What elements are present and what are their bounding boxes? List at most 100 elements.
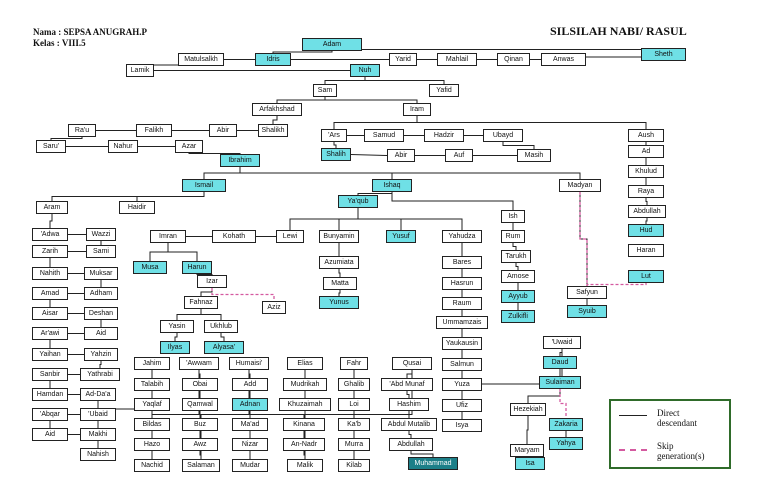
node-abdulmutalib: Abdul Mutalib [381, 418, 437, 431]
node-addaa: Ad-Da'a [80, 388, 116, 401]
node-yaihan: Yaihan [32, 348, 68, 361]
legend: Direct descendant Skip generation(s) [609, 399, 731, 469]
node-izar: Izar [197, 275, 227, 288]
legend-direct-label: Direct descendant [657, 408, 697, 428]
node-mudar: Mudar [232, 459, 268, 472]
node-ismail: Ismail [182, 179, 226, 192]
node-nuh: Nuh [350, 64, 380, 77]
connector-ars-shalih [333, 142, 337, 148]
node-add: Add [232, 378, 268, 391]
node-abdullah: Abdullah [389, 438, 433, 451]
connector-imran-harun [167, 243, 198, 261]
node-hazo: Hazo [134, 438, 170, 451]
connector-abdulmutalib-abdullah [408, 431, 412, 438]
connector-ukhlub-alyasa [220, 333, 225, 341]
legend-skip-label: Skip generation(s) [657, 441, 705, 461]
node-elias: Elias [287, 357, 323, 370]
node-nachid: Nachid [134, 459, 170, 472]
connector-yaqub-bunyamin [338, 208, 359, 230]
connector-iram-aush [416, 116, 647, 129]
node-sheth: Sheth [641, 48, 686, 61]
node-annadr: An-Nadr [283, 438, 325, 451]
node-salmun: Salmun [442, 358, 482, 371]
node-jahim: Jahim [134, 357, 170, 370]
node-sanbir: Sanbir [32, 368, 68, 381]
node-fahr: Fahr [340, 357, 368, 370]
node-salaman: Salaman [182, 459, 220, 472]
node-azar: Azar [175, 140, 203, 153]
node-sami: Sami [86, 245, 116, 258]
node-lewi: Lewi [276, 230, 304, 243]
node-daud: Daud [543, 356, 577, 369]
chart-title: SILSILAH NABI/ RASUL [550, 24, 687, 38]
node-obai: Obai [182, 378, 218, 391]
node-shalih: Shalih [321, 148, 351, 161]
connector-arfakhshad-shalikh [272, 116, 278, 124]
connector-qusai-abdmunaf [406, 370, 413, 378]
node-maryam: Maryam [510, 444, 544, 457]
node-ad: Ad [628, 145, 664, 158]
node-nahish: Nahish [80, 448, 116, 461]
node-azumiata: Azumiata [319, 256, 359, 269]
node-kinana: Kinana [283, 418, 325, 431]
skip-connector-sulaiman-zakaria [559, 389, 567, 418]
node-yusuf: Yusuf [386, 230, 416, 243]
skip-connector-safyun-lut [586, 283, 647, 286]
connector-matta-yunus [338, 290, 341, 296]
node-haidir: Haidir [119, 201, 155, 214]
node-uwaid: 'Uwaid [543, 336, 581, 349]
node-awwam: 'Awwam [179, 357, 219, 370]
connector-rum-tarukh [512, 243, 517, 250]
node-khulud: Khulud [628, 165, 664, 178]
connector-nachid-awwam [151, 370, 200, 459]
node-humaisi: Humaisi' [229, 357, 269, 370]
node-abdullah_h: Abdullah [628, 205, 666, 218]
node-madyan: Madyan [559, 179, 601, 192]
node-wazzi: Wazzi [86, 228, 116, 241]
node-ghalib: Ghalib [338, 378, 370, 391]
node-nizar: Nizar [232, 438, 268, 451]
node-hadzir: Hadzir [424, 129, 464, 142]
node-maad: Ma'ad [232, 418, 268, 431]
node-murra: Murra [338, 438, 370, 451]
node-buz: Buz [182, 418, 218, 431]
node-arawi: Ar'awi [32, 327, 68, 340]
connector-rafu-saru [50, 137, 83, 140]
node-aisar: Aisar [32, 307, 68, 320]
node-zakaria: Zakaria [549, 418, 583, 431]
skip-connector-izar-aziz [211, 288, 275, 301]
node-abir2: Abir [387, 149, 415, 162]
node-matta: Matta [323, 277, 357, 290]
node-muhammad: Muhammad [408, 457, 458, 470]
node-deshan: Deshan [84, 307, 118, 320]
node-kab: Ka'b [338, 418, 370, 431]
node-masih: Masih [517, 149, 551, 162]
connector-abir2-shalih [350, 154, 388, 156]
node-raya: Raya [628, 185, 664, 198]
connector-ismail-haidir [136, 192, 205, 201]
node-harun: Harun [182, 261, 212, 274]
connector-abdmunaf-hashim [406, 391, 410, 398]
connector-sam-iram [324, 97, 418, 103]
node-yahya: Yahya [549, 437, 583, 450]
node-arfakhshad: Arfakhshad [252, 103, 302, 116]
node-aid: Aid [84, 327, 118, 340]
node-awz: Awz [182, 438, 218, 451]
connector-nuh-yafid [364, 77, 445, 84]
node-yafid: Yafid [429, 84, 459, 97]
node-yuza: Yuza [442, 378, 482, 391]
node-ishaq: Ishaq [372, 179, 412, 192]
node-kohath: Kohath [212, 230, 256, 243]
node-lamik: Lamik [126, 64, 154, 77]
node-alyasa: Alyasa' [204, 341, 244, 354]
node-mahlail: Mahlail [437, 53, 477, 66]
legend-skip-line [619, 449, 647, 451]
node-ubaid: 'Ubaid [80, 408, 116, 421]
connector-hezekiah-maryam [526, 416, 529, 444]
node-ish: Ish [501, 210, 525, 223]
node-yathrabi: Yathrabi [80, 368, 120, 381]
connector-awwam-obai [198, 370, 201, 378]
node-hezekiah: Hezekiah [510, 403, 546, 416]
connector-iram-ars [333, 116, 418, 129]
node-zulkifli: Zulkifli [501, 310, 535, 323]
